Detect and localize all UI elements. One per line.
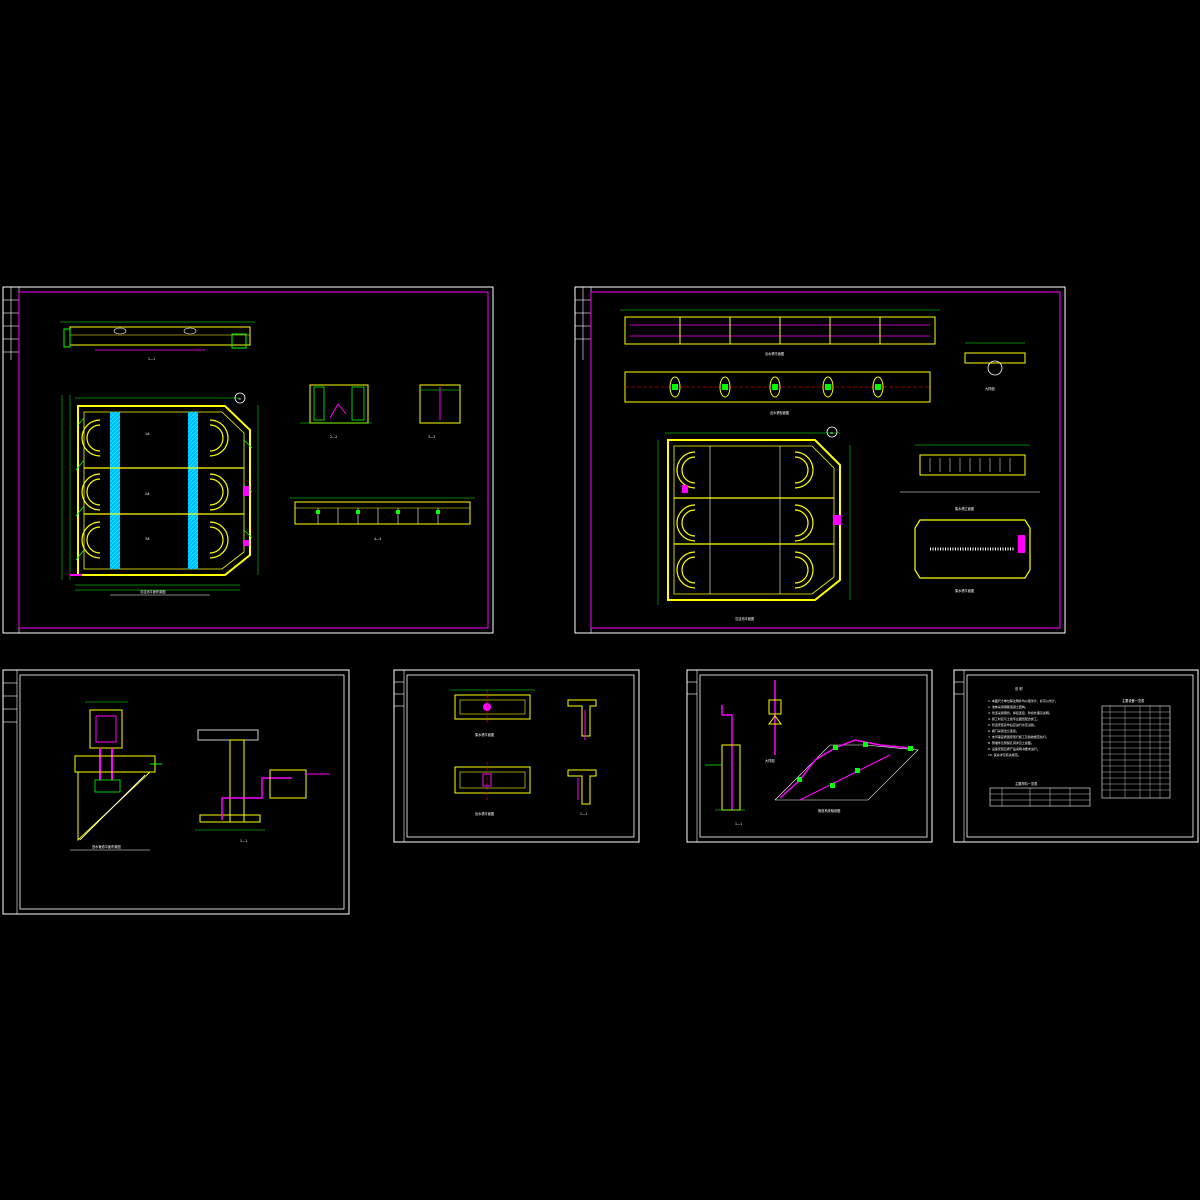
sheet-frame — [686, 669, 933, 843]
note-line: 7. 未尽事宜按国家现行施工及验收规范执行。 — [988, 734, 1049, 739]
sheet-5: 1—1 大样图 管道系统轴测图 — [686, 669, 933, 843]
outlet-channel-plan: 出水槽平面图 — [620, 309, 940, 356]
collector-plan: 集水槽平面图 — [914, 519, 1031, 593]
section-detail-label: 1—1 — [580, 812, 587, 816]
table-title-a: 主要材料一览表 — [1015, 781, 1038, 786]
north-label: N — [239, 397, 241, 401]
sheet-frame — [2, 286, 494, 634]
elevation-top: 1—1 — [60, 321, 255, 361]
title-block-strip — [686, 669, 698, 843]
plan-main: N 沉淀池平面图 — [657, 426, 851, 621]
title-block-strip — [2, 286, 20, 634]
collector-plan-label: 集水槽平面图 — [955, 588, 974, 593]
sheet-4: 集水槽平面图 出水槽平面图 1—1 — [393, 669, 640, 843]
section-3-3: 3—3 — [419, 384, 461, 439]
axon-label: 管道系统轴测图 — [818, 808, 840, 813]
notes-title: 说 明 — [1015, 686, 1022, 691]
title-block-strip — [574, 286, 592, 634]
note-line: 6. 阀门采用法兰连接。 — [988, 728, 1019, 733]
north-arrow — [234, 392, 246, 404]
sheet-frame — [393, 669, 640, 843]
plan-b-label: 出水槽平面图 — [475, 811, 494, 816]
inlet-section: 1—1 — [195, 729, 330, 843]
inner-border — [406, 674, 635, 838]
sheet-frame — [2, 669, 350, 915]
sheet-6: 说 明 1. 本图尺寸单位除注明外均以毫米计，标高以米计。 2. 池体采用钢筋混… — [953, 669, 1199, 843]
note-line: 2. 池体采用钢筋混凝土结构。 — [988, 704, 1028, 709]
title-block-strip — [953, 669, 965, 843]
inlet-section-label: 1—1 — [240, 839, 247, 843]
sheet-1: 1—1 — [2, 286, 494, 634]
sheet-3: 进水管道平面布置图 1—1 — [2, 669, 350, 915]
room-label-2: 2# — [145, 492, 150, 496]
plan-a-label: 集水槽平面图 — [475, 732, 494, 737]
inlet-plan-label: 进水管道平面布置图 — [92, 844, 121, 849]
title-block-strip — [2, 669, 18, 915]
pipe-section: 1—1 — [705, 705, 745, 826]
section-4-label: 4—4 — [374, 537, 381, 541]
note-line: 1. 本图尺寸单位除注明外均以毫米计，标高以米计。 — [988, 698, 1058, 703]
sheet-frame — [574, 286, 1066, 634]
north-arrow — [826, 426, 838, 438]
note-line: 4. 施工时应与土建专业图纸配合施工。 — [988, 716, 1040, 721]
water-channel-2 — [188, 412, 198, 569]
inner-border — [699, 674, 928, 838]
collector-elevation-label: 集水槽立面图 — [955, 506, 974, 511]
section-details: 1—1 — [567, 699, 597, 816]
water-channel-1 — [110, 412, 120, 569]
inner-border — [18, 291, 489, 629]
plan-main: 1# 2# 3# N 沉淀池平面布置图 — [61, 392, 259, 596]
equipment-table: 主要设备一览表 — [1101, 698, 1171, 799]
note-line: 5. 管道安装完毕后应进行水压试验。 — [988, 722, 1037, 727]
section-2-2: 2—2 — [300, 384, 372, 439]
detail-valve: 大样图 — [765, 680, 782, 763]
north-label: N — [831, 431, 833, 435]
section-3-label: 3—3 — [428, 435, 435, 439]
table-title-b: 主要设备一览表 — [1122, 698, 1145, 703]
plan-a: 集水槽平面图 — [450, 689, 535, 737]
inner-border — [19, 674, 345, 910]
notes-block: 说 明 1. 本图尺寸单位除注明外均以毫米计，标高以米计。 2. 池体采用钢筋混… — [988, 686, 1058, 757]
outlet-section-label: 出水槽剖面图 — [770, 410, 789, 415]
outlet-plan-label: 出水槽平面图 — [765, 351, 784, 356]
section-4-4: 4—4 — [290, 497, 475, 541]
detail-label: 大样图 — [985, 386, 995, 391]
material-table: 主要材料一览表 — [989, 781, 1091, 807]
room-label-3: 3# — [145, 537, 150, 541]
inlet-plan: 进水管道平面布置图 — [70, 701, 162, 851]
plan-title: 沉淀池平面布置图 — [140, 589, 166, 594]
sheet-2: 出水槽平面图 出水槽剖面图 大样图 — [574, 286, 1066, 634]
note-line: 3. 管道采用钢管，焊接连接，防腐处理见说明。 — [988, 710, 1052, 715]
inner-border — [590, 291, 1061, 629]
section-2-label: 2—2 — [330, 435, 337, 439]
collector-elevation: 集水槽立面图 — [900, 444, 1040, 511]
pipe-section-label: 1—1 — [735, 822, 742, 826]
pipe-axonometric: 管道系统轴测图 — [774, 739, 919, 813]
plan-b: 出水槽平面图 — [454, 762, 531, 816]
room-label-1: 1# — [145, 432, 150, 436]
label-section-top: 1—1 — [148, 357, 155, 361]
title-block-strip — [393, 669, 405, 843]
detail-label: 大样图 — [765, 758, 775, 763]
note-line: 9. 设备安装应按产品说明书要求进行。 — [988, 746, 1040, 751]
detail-right: 大样图 — [964, 342, 1026, 391]
plan-title: 沉淀池平面图 — [735, 616, 754, 621]
inner-border — [966, 674, 1194, 838]
note-line: 10. 其余详见有关规范。 — [988, 752, 1021, 757]
note-line: 8. 预埋件及预留孔洞详见土建图。 — [988, 740, 1034, 745]
outlet-channel-section: 出水槽剖面图 — [624, 371, 931, 415]
